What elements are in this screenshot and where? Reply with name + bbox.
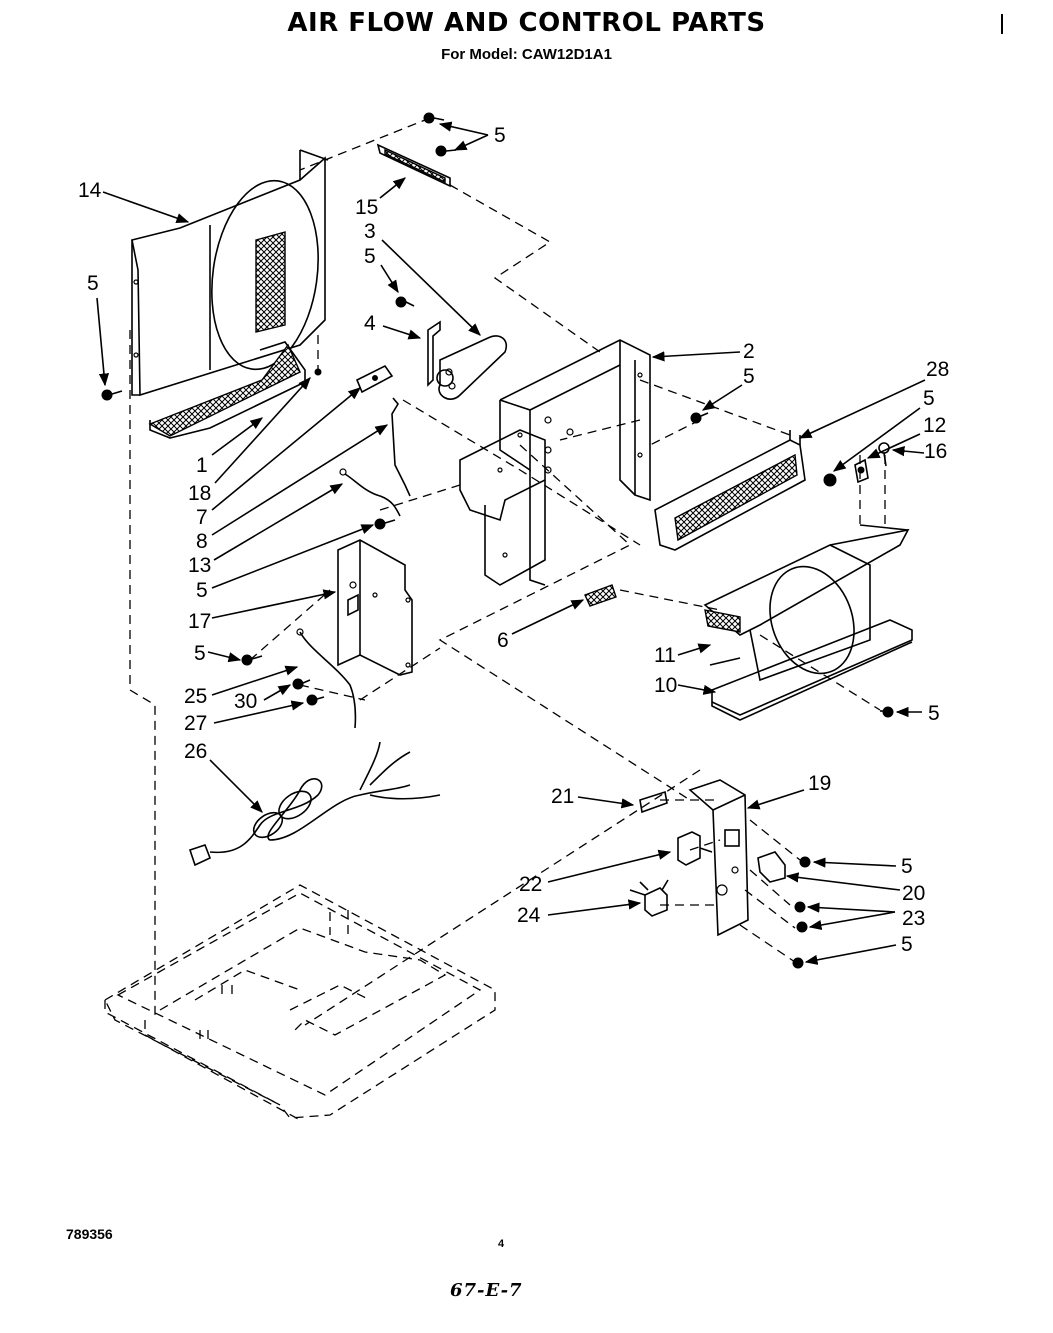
callout-5-top: 5 xyxy=(494,124,506,147)
callout-5-h: 5 xyxy=(901,933,913,956)
callout-5-c: 5 xyxy=(923,387,935,410)
callout-28: 28 xyxy=(926,358,949,381)
callout-19: 19 xyxy=(808,772,831,795)
callout-26: 26 xyxy=(184,740,207,763)
callout-5-d: 5 xyxy=(196,579,208,602)
screw-13 xyxy=(374,518,396,530)
part-25-ground-wire xyxy=(296,628,357,729)
callout-5-b: 5 xyxy=(743,365,755,388)
screw-e xyxy=(880,706,894,718)
callout-20: 20 xyxy=(902,882,925,905)
callout-12: 12 xyxy=(923,414,946,437)
part-2-bulkhead xyxy=(459,339,651,586)
callout-5-g: 5 xyxy=(901,855,913,878)
callout-23: 23 xyxy=(902,907,925,930)
callout-11: 11 xyxy=(654,644,676,667)
screw-top-2 xyxy=(435,145,457,157)
callout-22: 22 xyxy=(519,873,542,896)
callout-5-left: 5 xyxy=(87,272,99,295)
screw-23b xyxy=(796,921,808,933)
screw-left xyxy=(101,389,123,401)
screw-c xyxy=(823,473,837,487)
document-number: 789356 xyxy=(66,1226,113,1242)
part-28-grille xyxy=(654,430,806,551)
screw-23a xyxy=(794,901,806,913)
page-number: 4 xyxy=(498,1238,505,1250)
part-16-screw xyxy=(878,442,890,467)
callout-18: 18 xyxy=(188,482,211,505)
callout-13: 13 xyxy=(188,554,211,577)
callout-3: 3 xyxy=(364,220,376,243)
part-15-bracket xyxy=(376,143,451,188)
callout-5-e: 5 xyxy=(194,642,206,665)
part-12-nut xyxy=(854,458,869,484)
part-14-air-panel xyxy=(131,149,329,397)
model-subtitle: For Model: CAW12D1A1 xyxy=(441,46,612,63)
part-26-power-cord xyxy=(188,741,441,867)
screw-a xyxy=(395,296,415,308)
part-10-base xyxy=(709,619,913,721)
margin-mark xyxy=(1001,14,1003,34)
part-22-thermostat xyxy=(677,831,713,866)
clip-dot xyxy=(314,368,322,376)
callout-1: 1 xyxy=(196,454,208,477)
callout-24: 24 xyxy=(517,904,541,927)
callout-10: 10 xyxy=(654,674,677,697)
callout-21: 21 xyxy=(551,785,574,808)
callout-5-a: 5 xyxy=(364,245,376,268)
callout-27: 27 xyxy=(184,712,207,735)
part-24-switch xyxy=(629,879,669,917)
callout-17: 17 xyxy=(188,610,211,633)
screw-30 xyxy=(292,678,311,690)
callout-5-f: 5 xyxy=(928,702,940,725)
callout-7: 7 xyxy=(196,506,208,529)
page-title: AIR FLOW AND CONTROL PARTS xyxy=(287,8,766,38)
part-17-control-bracket xyxy=(337,539,413,676)
part-11-shroud xyxy=(703,524,910,682)
screw-h xyxy=(792,957,804,969)
part-3-capacitor xyxy=(436,335,507,400)
screw-b xyxy=(690,412,709,424)
part-18-clip xyxy=(355,364,394,394)
callout-16: 16 xyxy=(924,440,947,463)
callout-25: 25 xyxy=(184,685,207,708)
part-20-knob xyxy=(757,851,786,883)
screw-top-1 xyxy=(423,112,445,124)
callout-4: 4 xyxy=(364,312,376,335)
part-21-bracket xyxy=(639,790,668,814)
callout-labels: 5 14 15 3 5 5 4 2 5 28 5 12 16 1 18 7 8 … xyxy=(78,124,949,956)
callout-2: 2 xyxy=(743,340,755,363)
part-1-filter xyxy=(148,341,306,439)
callout-8: 8 xyxy=(196,530,208,553)
base-pan xyxy=(104,884,496,1121)
assembly-dashed-lines xyxy=(129,117,886,1026)
screw-27 xyxy=(306,694,325,706)
callout-6: 6 xyxy=(497,629,509,652)
part-4-capacitor-bracket xyxy=(427,320,441,387)
part-6-gasket xyxy=(584,584,617,607)
screw-d xyxy=(241,654,263,666)
callout-14: 14 xyxy=(78,179,102,202)
handwritten-code: 67-E-7 xyxy=(450,1280,523,1301)
part-8-wire xyxy=(339,468,401,517)
callout-30: 30 xyxy=(234,690,257,713)
screws xyxy=(101,112,894,969)
part-7-rod xyxy=(391,397,411,497)
screw-g xyxy=(799,856,811,868)
callout-15: 15 xyxy=(355,196,378,219)
part-19-control-plate xyxy=(688,779,749,937)
leader-lines xyxy=(96,121,926,965)
